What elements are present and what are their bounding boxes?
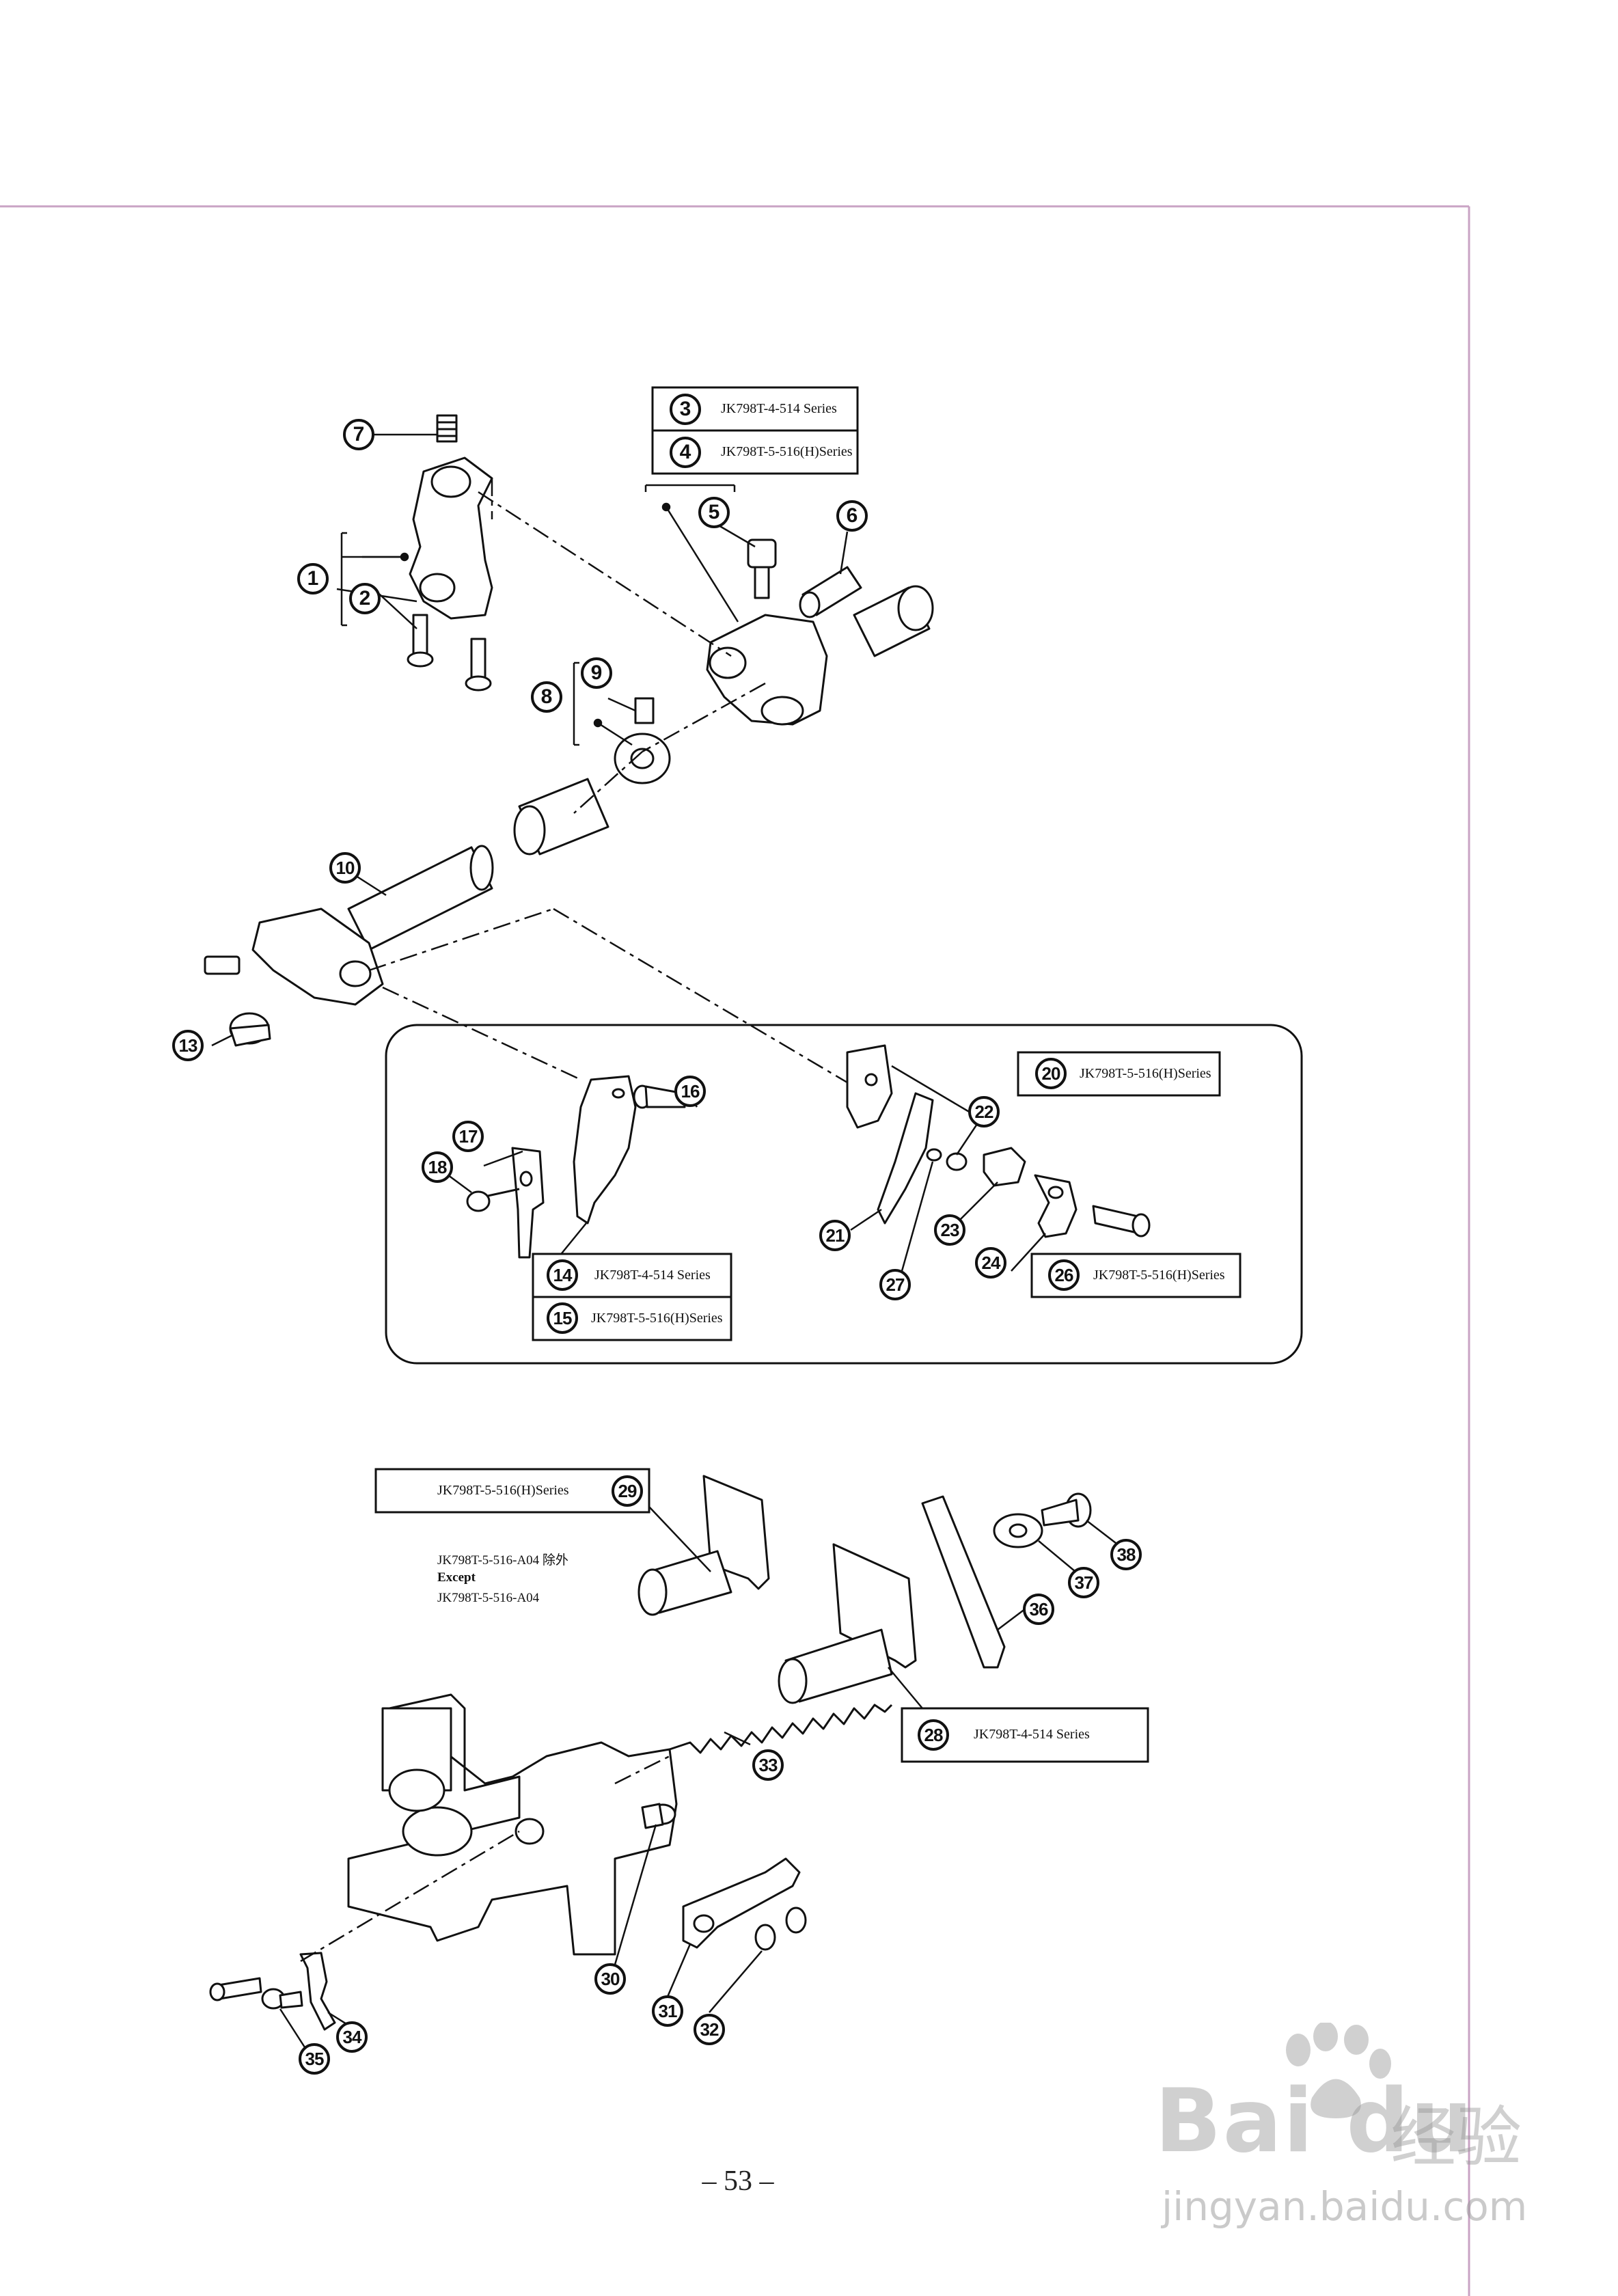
callout-29: 29 [612,1475,643,1507]
page-number: – 53 – [702,2165,774,2197]
label-28-series: JK798T-4-514 Series [974,1727,1090,1742]
label-20-series: JK798T-5-516(H)Series [1080,1066,1211,1081]
callout-1: 1 [297,563,329,594]
callout-14: 14 [547,1259,578,1291]
label-15-series: JK798T-5-516(H)Series [591,1311,723,1326]
callout-21: 21 [819,1220,851,1251]
callout-2: 2 [349,583,381,614]
label-26-series: JK798T-5-516(H)Series [1093,1268,1225,1283]
watermark-brand-cn: 经验 [1390,2099,1522,2176]
watermark-url: jingyan.baidu.com [1162,2183,1528,2230]
note-exclusion-line-2: Except [437,1570,476,1585]
lower-dashed-lines [300,1755,670,1963]
inset-drawings [466,1044,1151,1259]
label-29-series: JK798T-5-516(H)Series [437,1483,569,1498]
upper-dashed-lines [368,478,855,1088]
label-4-series: JK798T-5-516(H)Series [721,444,853,459]
callout-15: 15 [547,1302,578,1334]
callout-13: 13 [172,1030,204,1061]
page-margin-lines [0,205,1470,2296]
callout-3: 3 [670,394,701,425]
callout-16: 16 [674,1076,706,1107]
callout-34: 34 [336,2021,368,2053]
callout-9: 9 [581,657,612,689]
callout-37: 37 [1068,1567,1099,1598]
callout-23: 23 [934,1214,965,1246]
callout-20: 20 [1035,1058,1067,1089]
label-3-series: JK798T-4-514 Series [721,401,837,416]
callout-31: 31 [652,1995,683,2027]
callout-17: 17 [452,1121,484,1152]
upper-assembly-drawing [204,414,934,1047]
callout-10: 10 [329,852,361,884]
inset-panel [385,1024,1303,1365]
note-exclusion-line-1: JK798T-5-516-A04 除外 [437,1553,568,1568]
callout-38: 38 [1110,1539,1142,1570]
label-14-series: JK798T-4-514 Series [594,1268,711,1283]
baidu-paw-icon [1286,2023,1391,2118]
callout-22: 22 [968,1096,1000,1128]
callout-27: 27 [879,1269,911,1300]
callout-4: 4 [670,437,701,468]
callout-28: 28 [918,1719,949,1751]
callout-33: 33 [752,1749,784,1781]
callout-8: 8 [531,681,562,713]
callout-6: 6 [836,500,868,532]
callout-36: 36 [1023,1594,1054,1625]
callout-7: 7 [343,419,374,450]
callout-32: 32 [694,2014,725,2045]
callout-18: 18 [422,1151,453,1183]
watermark-brand: Bai du [1155,2070,1475,2172]
callout-26: 26 [1048,1259,1080,1291]
lower-assembly-drawing [209,1475,1092,2031]
callout-5: 5 [698,497,730,528]
callout-35: 35 [299,2043,330,2075]
callout-24: 24 [975,1247,1006,1279]
callout-30: 30 [594,1963,626,1995]
note-exclusion-line-3: JK798T-5-516-A04 [437,1591,540,1605]
